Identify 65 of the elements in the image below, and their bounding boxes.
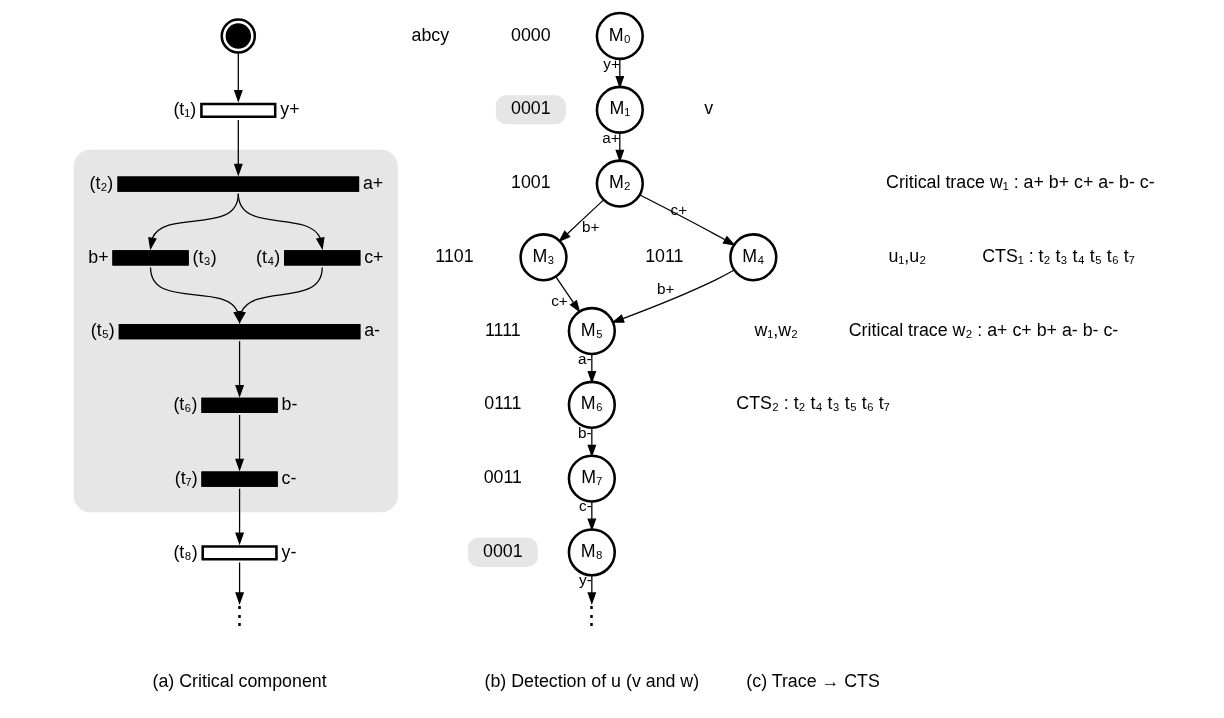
node-label: c+: [363, 246, 383, 267]
node-label: (t₈): [172, 541, 198, 562]
label: abcy: [411, 24, 449, 45]
node-label: (t₃): [192, 246, 217, 267]
arrow: [236, 266, 323, 324]
node-label: 0001: [510, 98, 551, 119]
label: CTS₁ : t₂ t₃ t₄ t₅ t₆ t₇: [981, 245, 1135, 266]
node-circle: [220, 18, 256, 54]
label: (a) Critical component: [152, 670, 327, 691]
arrow: [233, 52, 243, 103]
arrow: [147, 193, 239, 251]
label: Critical trace w₂ : a+ c+ b+ a- b- c-: [848, 319, 1118, 340]
node-label: (t₇): [174, 467, 198, 488]
arrow: [237, 193, 325, 251]
node-label: (t₂): [89, 172, 113, 193]
node-text: ⋮: [578, 600, 604, 629]
node-label: a-: [363, 320, 380, 341]
node-label: a+: [362, 172, 383, 193]
arrow: [234, 561, 244, 606]
node-label: (t₄): [255, 246, 280, 267]
node-label: y+: [279, 99, 300, 120]
node-circle: M₁: [595, 85, 644, 134]
label: (b) Detection of u (v and w): [484, 670, 699, 691]
node-text: ⋮: [226, 600, 252, 629]
label: v: [703, 98, 713, 119]
node-circle: M₇: [567, 454, 616, 503]
label: Critical trace w₁ : a+ b+ c+ a- b- c-: [885, 172, 1155, 193]
node-label: b+: [87, 246, 109, 267]
edge-label: c+: [670, 201, 687, 219]
node-label: y-: [281, 541, 296, 562]
arrow: [234, 340, 244, 398]
node-label: (t₅): [90, 320, 115, 341]
node-label: 1101: [434, 245, 474, 266]
node-label: 1011: [644, 245, 683, 266]
node-circle: M₀: [595, 11, 644, 61]
edge-label: b+: [656, 279, 674, 297]
node-label: (t₁): [172, 99, 196, 120]
node-circle: M₈: [567, 528, 616, 577]
arrow: [234, 414, 244, 472]
edge-label: c+: [550, 292, 568, 310]
node-circle: M₂: [595, 159, 644, 208]
edge-label: b+: [581, 218, 599, 236]
arrow: [638, 194, 736, 246]
arrow: [610, 269, 735, 323]
node-label: (t₆): [172, 394, 197, 415]
label: w₁,w₂: [753, 319, 798, 340]
arrow: [554, 276, 580, 313]
node-label: 1111: [484, 319, 521, 340]
node-label: 0000: [510, 24, 551, 45]
node-label: c-: [281, 467, 296, 488]
node-circle: M₄: [728, 233, 777, 282]
arrow: [557, 199, 604, 243]
node-label: 0001: [482, 541, 523, 561]
node-circle: M₅: [567, 306, 616, 356]
arrow: [233, 119, 243, 177]
node-circle: M₃: [518, 233, 568, 282]
node-label: 1001: [510, 172, 551, 193]
label: CTS₂ : t₂ t₄ t₃ t₅ t₆ t₇: [735, 393, 890, 414]
label: (c) Trace → CTS: [745, 670, 880, 691]
cluster: [73, 149, 398, 513]
node-label: 0111: [483, 393, 521, 414]
arrow: [234, 488, 244, 546]
node-label: b-: [281, 394, 297, 415]
label: u₁,u₂: [887, 245, 926, 266]
node-label: 0011: [483, 467, 522, 488]
